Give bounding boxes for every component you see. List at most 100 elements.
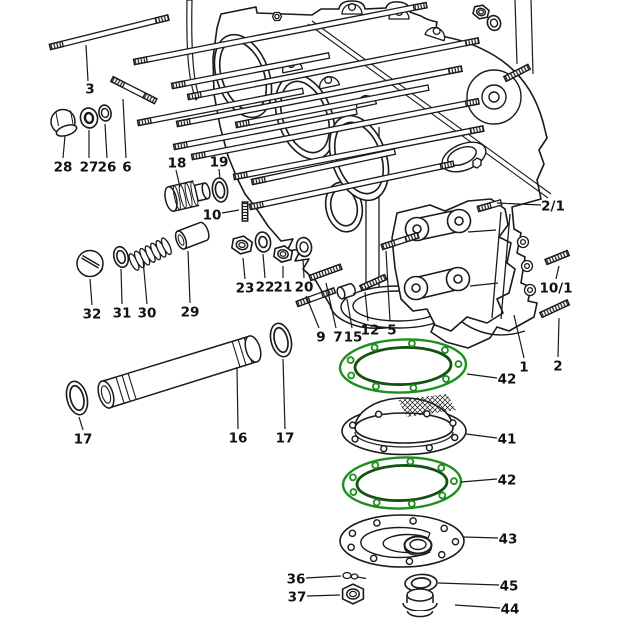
leader-line — [122, 98, 127, 159]
part-label-21[interactable]: 21 — [274, 280, 293, 296]
part-27-washer-drawing — [79, 107, 99, 129]
part-label-29[interactable]: 29 — [181, 305, 200, 321]
leader-line — [385, 250, 391, 322]
part-label-27[interactable]: 27 — [80, 160, 99, 176]
bolt-hole — [374, 410, 383, 418]
part-label-22[interactable]: 22 — [256, 280, 275, 296]
part-label-45[interactable]: 45 — [500, 579, 519, 595]
leader-line — [305, 575, 342, 579]
gasket-bolt-hole — [407, 499, 416, 508]
part-label-2[interactable]: 2 — [553, 359, 562, 375]
leader-line — [465, 433, 498, 439]
case-stud — [190, 97, 480, 161]
part-label-37[interactable]: 37 — [288, 590, 307, 606]
leader-line — [104, 123, 108, 159]
part-label-18[interactable]: 18 — [168, 156, 187, 172]
part-label-32[interactable]: 32 — [83, 307, 102, 323]
bolt-hole — [437, 550, 446, 559]
leader-line — [221, 209, 240, 214]
bolt-hole — [425, 444, 434, 452]
part-19-o-ring-drawing — [211, 177, 229, 203]
part-label-9[interactable]: 9 — [316, 330, 325, 346]
case-stud — [248, 160, 455, 211]
part-label-15[interactable]: 15 — [344, 330, 363, 346]
top-right-washer-drawing — [486, 14, 502, 32]
part-label-23[interactable]: 23 — [236, 281, 255, 297]
gasket-bolt-hole — [349, 488, 358, 496]
part-7-stud-drawing — [308, 263, 343, 282]
part-label-1[interactable]: 1 — [519, 360, 528, 376]
part-20-washer-drawing — [295, 236, 313, 258]
part-label-7[interactable]: 7 — [333, 330, 342, 346]
part-label-5[interactable]: 5 — [387, 323, 396, 339]
part-label-6[interactable]: 6 — [122, 160, 131, 176]
part-2-1-stud-drawing — [476, 198, 503, 213]
part-31-seal-ring-drawing — [112, 245, 130, 269]
part-label-31[interactable]: 31 — [113, 306, 132, 322]
part-label-17[interactable]: 17 — [74, 432, 93, 448]
leader-line — [62, 135, 66, 159]
part-label-16[interactable]: 16 — [229, 431, 248, 447]
part-42-gasket-top-drawing[interactable] — [338, 337, 468, 394]
part-42-gasket-bottom-drawing[interactable] — [341, 455, 463, 510]
bolt-hole — [348, 529, 357, 538]
case-stud — [250, 148, 397, 186]
case-stud — [170, 52, 331, 90]
leader-line — [236, 367, 239, 430]
part-label-10/1[interactable]: 10/1 — [539, 281, 572, 297]
leader-line — [364, 291, 369, 322]
leader-line — [120, 268, 123, 305]
part-label-43[interactable]: 43 — [499, 532, 518, 548]
gasket-bolt-hole — [347, 371, 356, 380]
case-stud — [186, 37, 480, 101]
part-16-oil-pipe-drawing — [97, 335, 262, 409]
part-37-nut-drawing — [341, 583, 365, 605]
top-boss — [271, 11, 283, 22]
bolt-hole — [451, 433, 459, 442]
leader-line — [302, 258, 305, 279]
leader-line — [460, 478, 498, 483]
part-label-42[interactable]: 42 — [498, 473, 517, 489]
part-label-2/1[interactable]: 2/1 — [541, 199, 565, 215]
leader-line — [530, 0, 534, 75]
part-2-stud-drawing — [538, 299, 571, 319]
case-stud — [232, 125, 485, 181]
part-23-nut-drawing — [230, 235, 254, 255]
part-label-36[interactable]: 36 — [287, 572, 306, 588]
leader-line — [242, 257, 246, 280]
gasket-bolt-hole — [442, 375, 450, 383]
part-label-10[interactable]: 10 — [203, 208, 222, 224]
part-label-42[interactable]: 42 — [498, 372, 517, 388]
bolt-hole — [423, 410, 431, 418]
part-41-strainer-cover-drawing — [341, 394, 467, 456]
leader-line — [513, 314, 525, 359]
part-label-20[interactable]: 20 — [295, 280, 314, 296]
part-label-28[interactable]: 28 — [54, 160, 73, 176]
part-label-41[interactable]: 41 — [498, 432, 517, 448]
part-26-seal-ring-drawing — [98, 104, 112, 122]
part-label-30[interactable]: 30 — [138, 306, 157, 322]
leader-line — [555, 265, 560, 280]
bolt-hole — [405, 557, 414, 566]
leader-line — [514, 0, 518, 65]
bolt-hole — [347, 543, 355, 552]
part-label-19[interactable]: 19 — [210, 155, 229, 171]
leader-line — [466, 373, 498, 379]
part-label-26[interactable]: 26 — [98, 160, 117, 176]
part-15-sleeve-drawing — [336, 283, 356, 300]
part-label-3[interactable]: 3 — [85, 82, 94, 98]
leader-line — [437, 582, 500, 586]
top-right-nut-drawing — [472, 4, 490, 20]
part-label-17[interactable]: 17 — [276, 431, 295, 447]
part-label-12[interactable]: 12 — [361, 323, 380, 339]
part-label-44[interactable]: 44 — [501, 602, 520, 618]
part-45-seal-ring-drawing — [404, 573, 438, 593]
case-stud — [136, 87, 305, 127]
leader-line — [346, 298, 353, 329]
leader-line — [262, 253, 266, 279]
gasket-bolt-hole — [407, 339, 416, 348]
part-21-nut-drawing — [272, 245, 294, 263]
bolt-hole — [351, 435, 359, 443]
